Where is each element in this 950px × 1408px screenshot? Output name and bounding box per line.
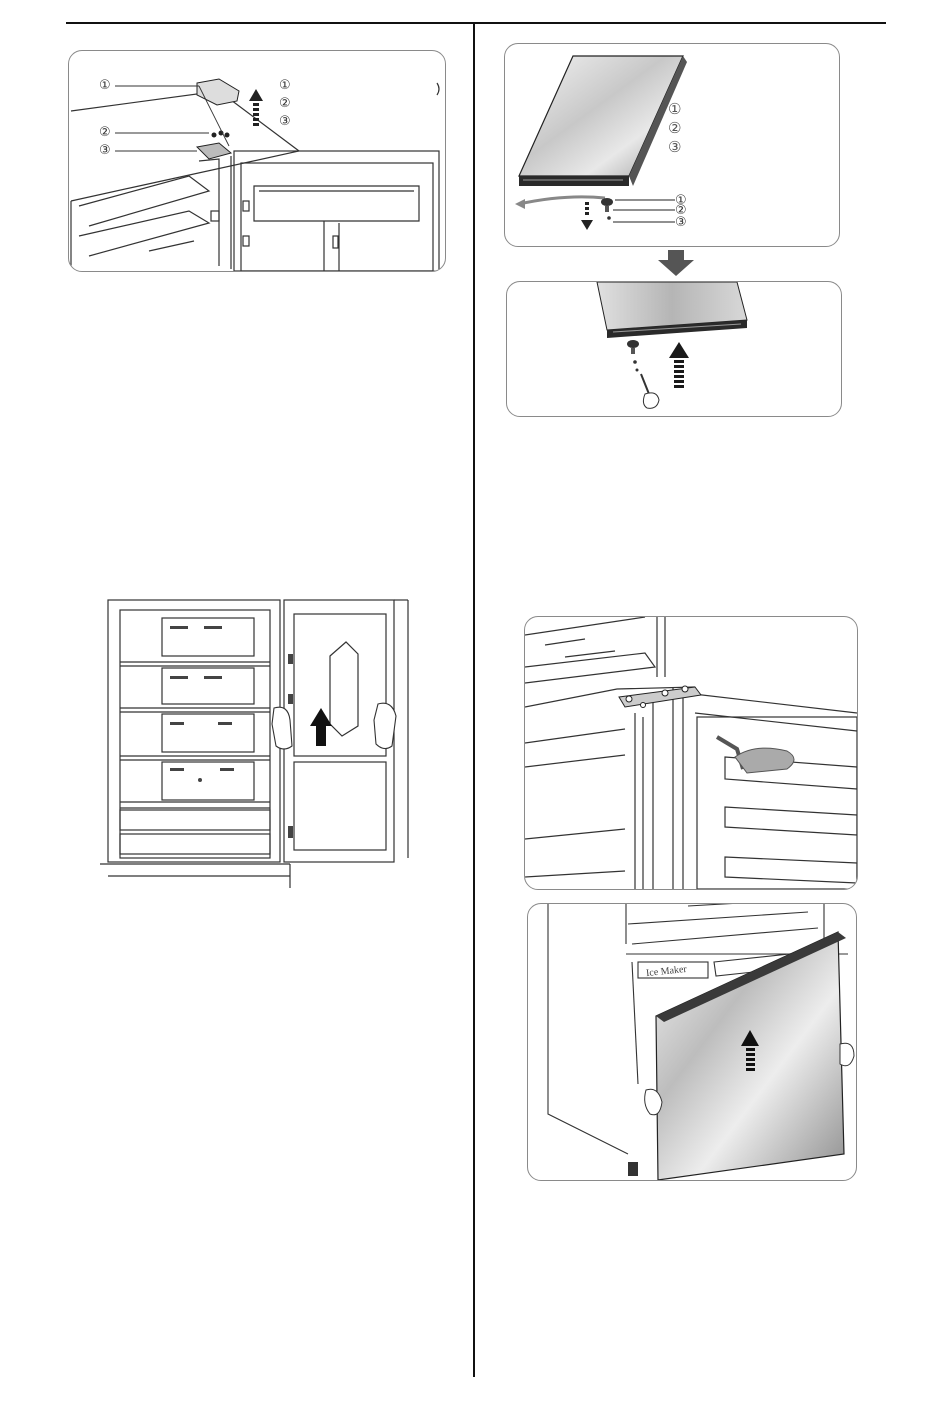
callout-step-2: ② <box>279 97 291 110</box>
callout-plate-3: ③ <box>99 144 111 157</box>
middle-hinge-drawing <box>525 617 857 889</box>
callout-door-3: ③ <box>668 140 681 155</box>
figure-middle-hinge <box>524 616 858 890</box>
callout-pin-3: ③ <box>675 216 687 229</box>
callout-screw-2: ② <box>99 126 111 139</box>
top-hinge-drawing <box>69 51 445 271</box>
callout-cover-1: ① <box>99 79 111 92</box>
callout-door-1: ① <box>668 102 681 117</box>
pin-reinstall-drawing <box>507 282 841 416</box>
freezer-door-drawing <box>528 904 856 1180</box>
figure-door-bottom-pin: ① ② ③ ① ② ③ <box>504 43 840 247</box>
figure-freezer-door-lift: Ice Maker <box>527 903 857 1181</box>
callout-door-2: ② <box>668 121 681 136</box>
fridge-open-drawing <box>100 596 412 888</box>
figure-top-hinge: ① ② ③ ① ② ③ <box>68 50 446 272</box>
transition-down-arrow <box>656 250 696 276</box>
figure-lift-fridge-door <box>100 596 412 888</box>
callout-step-1: ① <box>279 79 291 92</box>
column-divider <box>473 22 475 1377</box>
figure-pin-reinstall <box>506 281 842 417</box>
callout-step-3: ③ <box>279 115 291 128</box>
top-rule <box>66 22 886 24</box>
